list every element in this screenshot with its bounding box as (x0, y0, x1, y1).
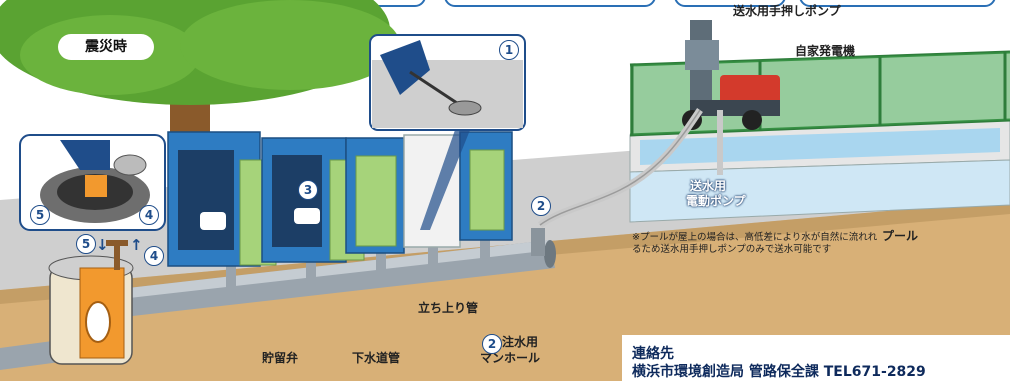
label-pool: プール (882, 229, 919, 243)
inset-lid-opening (19, 134, 166, 231)
label-electric-pump-1: 送水用 (690, 179, 727, 193)
label-reservoir-weir: 貯留弁 (262, 351, 299, 365)
label-inlet-manhole-1: 注水用 (502, 335, 539, 349)
inset-worker-hook (369, 34, 526, 230)
step-number: 2 (482, 334, 502, 354)
label-riser-pipe: 立ち上り管 (418, 301, 479, 315)
contact-detail: 横浜市環境創造局 管路保全課 TEL671-2829 (632, 364, 926, 380)
step-number: 4 (139, 205, 159, 225)
label-sewer-pipe: 下水道管 (352, 351, 401, 365)
header-box-4 (674, 0, 786, 7)
rooftop-pool-note: ※プールが屋上の場合は、高低差により水が自然に流れれるため送水用手押しポンプのみ… (632, 232, 878, 255)
situation-tag: 震災時 (58, 34, 154, 60)
step-number: 4 (144, 246, 164, 266)
up-arrow-icon: ↑ (130, 236, 143, 254)
sewer-pipe (110, 240, 556, 318)
label-electric-pump-2: 電動ポンプ (686, 194, 746, 208)
contact-box: 連絡先 横浜市環境創造局 管路保全課 TEL671-2829 (622, 335, 1010, 381)
toilet-units (167, 131, 513, 267)
header-box-3 (444, 0, 656, 7)
label-hand-pump: 送水用手押しポンプ (733, 4, 841, 18)
riser-pipes (226, 234, 490, 295)
inlet-manhole (531, 228, 545, 256)
step-number: 5 (30, 205, 50, 225)
pool (629, 119, 1010, 223)
step-number: 5 (76, 234, 96, 254)
pump-cart (682, 20, 780, 130)
down-arrow-icon: ↓ (96, 236, 109, 254)
header-box-5 (799, 0, 996, 7)
label-inlet-manhole-2: マンホール (480, 351, 541, 365)
step-number: 2 (531, 196, 551, 216)
step-number: 3 (298, 180, 318, 200)
reservoir-weir-chamber (48, 240, 134, 365)
step-number: 1 (499, 40, 519, 60)
label-generator: 自家発電機 (795, 44, 856, 58)
outflow-pipe (0, 340, 60, 370)
contact-heading: 連絡先 (632, 346, 674, 362)
